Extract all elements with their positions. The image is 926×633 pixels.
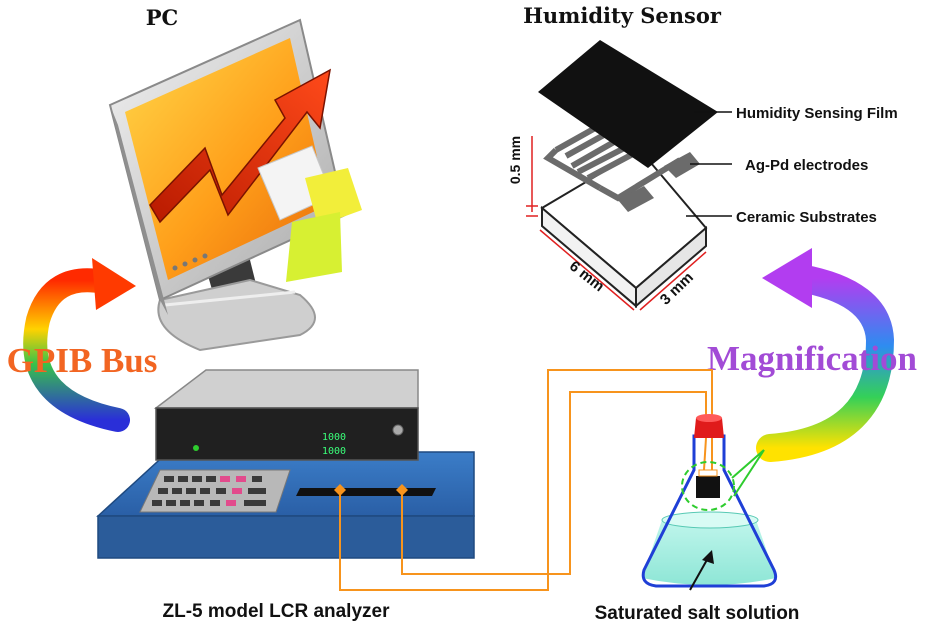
substrates-label: Ceramic Substrates xyxy=(736,209,877,226)
dimension-markers xyxy=(526,136,707,311)
trend-arrow-icon xyxy=(149,68,332,224)
connection-wires xyxy=(339,369,713,591)
pc-title: PC xyxy=(146,5,179,30)
keypad-keys xyxy=(152,476,266,506)
paper-lime-icon xyxy=(286,212,342,282)
humidity-sensor-diagram: 0.5 mm 6 mm 3 mm xyxy=(507,40,732,311)
magnification-label: Magnification xyxy=(707,339,917,378)
wire-connector-icons xyxy=(334,484,408,496)
humidity-sensor-title: Humidity Sensor xyxy=(523,3,722,28)
display-readout-2: 1000 xyxy=(322,446,346,457)
salt-solution-label: Saturated salt solution xyxy=(595,603,800,624)
magnification-curved-arrow-icon xyxy=(756,248,895,462)
sensing-film-label: Humidity Sensing Film xyxy=(736,105,898,122)
power-indicator-icon xyxy=(193,445,199,451)
lcr-analyzer-label: ZL-5 model LCR analyzer xyxy=(163,601,391,622)
ag-pd-electrodes xyxy=(543,119,682,202)
humidity-sensing-film xyxy=(538,40,718,168)
pointer-arrow-icon xyxy=(689,557,709,591)
electrodes-label: Ag-Pd electrodes xyxy=(745,157,868,174)
gpib-curved-arrow-icon xyxy=(23,258,136,432)
magnification-circle xyxy=(681,461,735,511)
computer-monitor xyxy=(108,18,362,352)
lcr-analyzer: 1000 1000 xyxy=(96,369,475,559)
control-knob-icon[interactable] xyxy=(392,424,404,436)
rubber-stopper xyxy=(694,418,724,438)
sensor-chip xyxy=(696,476,720,498)
conical-flask xyxy=(641,414,778,591)
salt-solution xyxy=(642,514,776,585)
display-readout-1: 1000 xyxy=(322,432,346,443)
paper-yellow-icon xyxy=(305,168,362,226)
gpib-bus-label: GPIB Bus xyxy=(7,341,158,380)
thickness-dimension-label: 0.5 mm xyxy=(507,136,523,184)
